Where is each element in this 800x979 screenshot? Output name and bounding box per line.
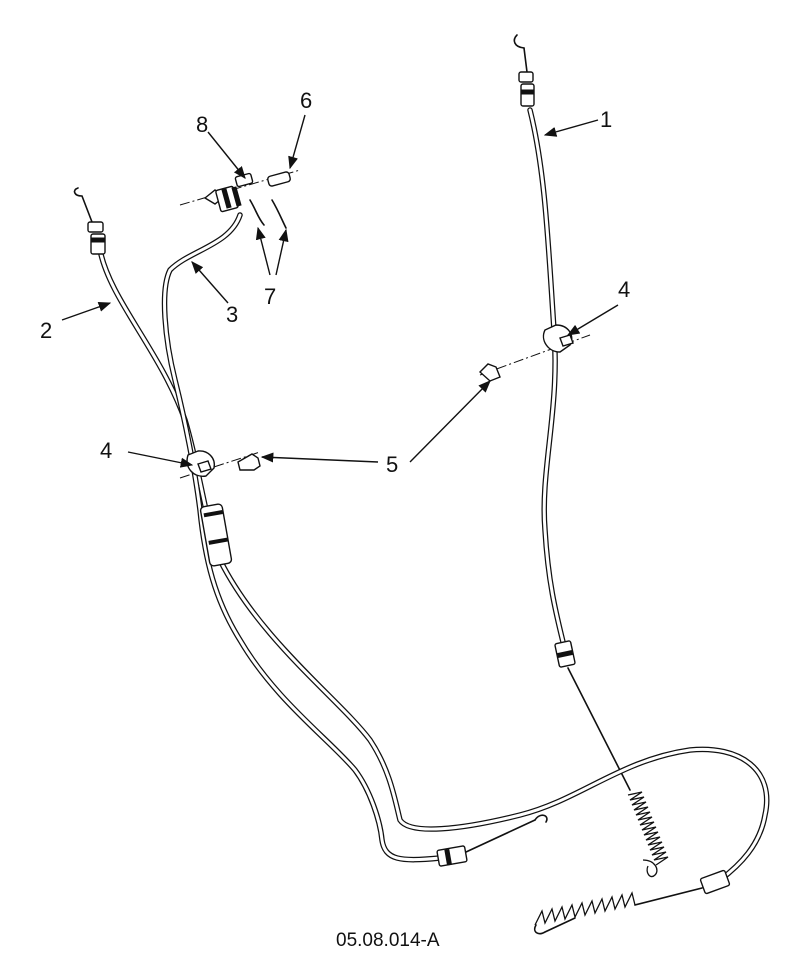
callout-labels: 1 2 3 4 4 5 6 7 8	[40, 88, 630, 477]
figure-code: 05.08.014-A	[336, 930, 440, 951]
cable-clamp-left	[179, 450, 261, 479]
cable-clamp-right	[479, 324, 591, 376]
cable-1-spring	[627, 791, 669, 878]
callout-4-right: 4	[618, 277, 630, 302]
callout-3: 3	[226, 302, 238, 327]
cable-1	[513, 34, 669, 878]
leader-lines	[61, 114, 619, 468]
push-rivet-left	[237, 453, 261, 471]
callout-7: 7	[264, 284, 276, 309]
part-7-clips	[249, 199, 287, 229]
cable-2-spring	[533, 891, 636, 935]
callout-6: 6	[300, 88, 312, 113]
callout-1: 1	[600, 107, 612, 132]
part-6-bushing	[267, 171, 291, 187]
callout-2: 2	[40, 318, 52, 343]
callout-5: 5	[386, 452, 398, 477]
push-rivet-right	[478, 363, 501, 382]
callout-8: 8	[196, 112, 208, 137]
cable-3	[161, 212, 548, 867]
callout-4-left: 4	[100, 438, 112, 463]
cable-2	[73, 187, 770, 935]
